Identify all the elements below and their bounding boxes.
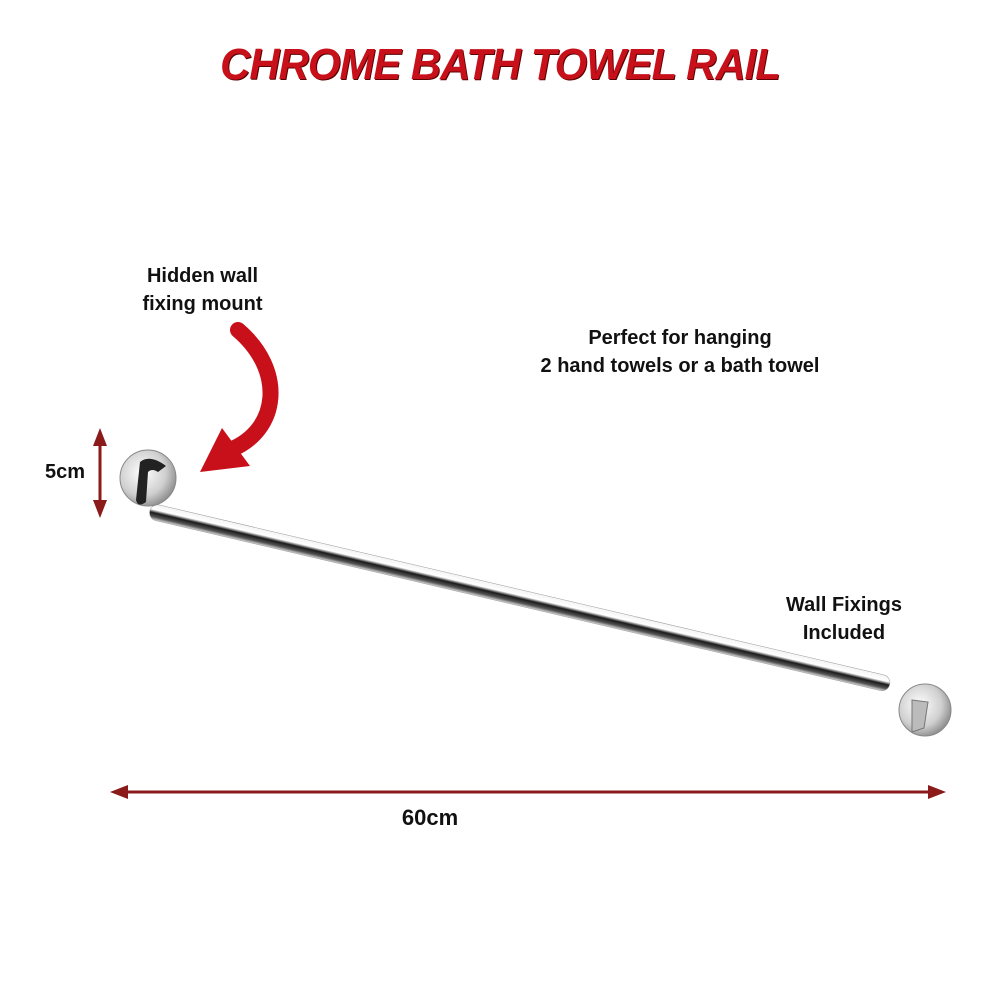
page-title: CHROME BATH TOWEL RAIL (220, 40, 781, 89)
usage-label-line1: Perfect for hanging (588, 327, 772, 349)
mount-label-line2: fixing mount (142, 293, 263, 315)
height-label: 5cm (44, 461, 86, 483)
width-dimension-arrow (110, 785, 946, 799)
left-wall-mount (119, 449, 177, 507)
fixings-label: Wall Fixings Included (754, 591, 934, 647)
mount-label: Hidden wall fixing mount (110, 262, 295, 318)
towel-rail (119, 449, 952, 737)
mount-label-line1: Hidden wall (146, 265, 259, 287)
height-dimension-arrow (93, 428, 107, 518)
usage-label-line2: 2 hand towels or a bath towel (540, 355, 820, 377)
usage-label: Perfect for hanging 2 hand towels or a b… (480, 324, 880, 380)
fixings-label-line1: Wall Fixings (786, 594, 902, 616)
curved-arrow-icon (200, 322, 279, 472)
fixings-label-line2: Included (802, 622, 886, 644)
width-label: 60cm (401, 805, 459, 830)
